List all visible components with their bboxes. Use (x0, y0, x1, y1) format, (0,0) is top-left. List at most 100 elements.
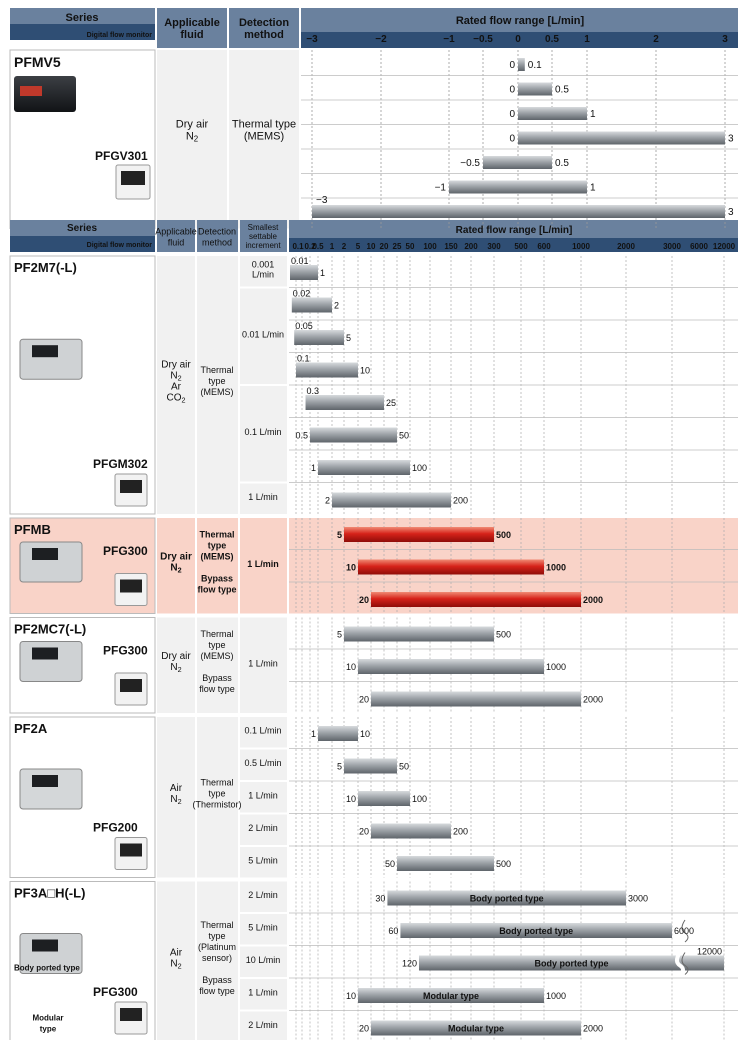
detection-text: Thermal (200, 777, 233, 787)
x-tick-label: 0.5 (545, 34, 559, 45)
detection-text: Thermal (199, 529, 234, 539)
axis-break (675, 918, 685, 944)
x-tick-label: 3 (722, 34, 728, 45)
range-bar (358, 791, 410, 806)
fluid-header-cell (157, 220, 195, 252)
bar-max-label: 3 (728, 134, 734, 145)
device-caption: Body ported type (14, 964, 80, 973)
x-tick-label: 1 (584, 34, 590, 45)
fluid-text: N2 (186, 130, 198, 143)
bar-max-label: 1 (320, 268, 325, 278)
bar-min-label: 20 (359, 1024, 369, 1034)
detection-text: flow type (197, 584, 236, 594)
bar-max-label: 100 (412, 794, 427, 804)
monitor-name: PFG300 (103, 643, 148, 657)
bar-min-label: 0.1 (297, 354, 310, 364)
increment-label: 1 L/min (247, 559, 279, 569)
detection-cell (197, 717, 238, 878)
x-tick-label: 600 (537, 242, 551, 251)
monitor-header-cell (10, 24, 155, 40)
bar-max-label: 3000 (628, 894, 648, 904)
fluid-text: N2 (170, 662, 181, 674)
increment-cell (240, 717, 287, 878)
x-tick-label: 1 (330, 242, 335, 251)
bar-min-label: 5 (337, 762, 342, 772)
series-cell (9, 255, 156, 515)
detection-text: type (208, 540, 227, 550)
detection-header: Detection (239, 17, 289, 29)
series-name: PF2A (14, 721, 48, 736)
detection-cell (197, 518, 238, 614)
bar-min-label: 1 (311, 463, 316, 473)
device-display (32, 345, 58, 358)
monitor-name: PFG200 (93, 821, 138, 835)
bar-max-label: 1000 (546, 662, 566, 672)
fluid-cell (157, 518, 195, 614)
range-bar (483, 156, 552, 169)
x-tick-label: 10 (367, 242, 376, 251)
increment-label: 5 L/min (248, 855, 278, 865)
range-bar (318, 726, 358, 741)
bar-min-label: 30 (375, 894, 385, 904)
increment-label: 2 L/min (248, 890, 278, 900)
range-bar (371, 1020, 581, 1036)
bar-max-label: 2000 (583, 595, 603, 605)
monitor-display (120, 579, 142, 593)
detection-header: method (202, 238, 232, 248)
fluid-header: fluid (168, 238, 185, 248)
detection-header: Detection (198, 227, 236, 237)
bar-min-label: 2 (325, 496, 330, 506)
device-display (32, 939, 58, 952)
fluid-text: Dry air (161, 360, 191, 371)
bar-min-label: 20 (359, 695, 369, 705)
series-name: PF2MC7(-L) (14, 622, 86, 637)
increment-label: 0.01 L/min (242, 329, 284, 339)
detection-header: method (244, 29, 284, 41)
bar-max-label: 200 (453, 827, 468, 837)
range-bar (358, 559, 544, 575)
fluid-header-cell (157, 8, 227, 48)
increment-header-cell (240, 220, 287, 252)
bar-min-label: −1 (435, 183, 447, 194)
range-bar (518, 131, 725, 145)
series-header: Series (67, 223, 97, 234)
fluid-text: Dry air (161, 651, 191, 662)
range-bar (296, 362, 358, 378)
range-bar (312, 205, 725, 218)
range-bar (358, 988, 544, 1003)
range-bar (344, 527, 494, 542)
monitor-display (120, 1008, 142, 1021)
detection-text: Bypass (202, 975, 232, 985)
detection-text: type (208, 931, 225, 941)
bar-min-label: 0 (509, 109, 515, 120)
device-display (32, 647, 58, 660)
bar-inline-label: Modular type (448, 1024, 504, 1034)
bar-min-label: −3 (316, 195, 328, 206)
bar-min-label: 10 (346, 662, 356, 672)
bar-max-label: 0.5 (555, 158, 569, 169)
bar-max-label: 0.5 (555, 85, 569, 96)
fluid-cell (157, 256, 195, 514)
detection-text: flow type (199, 986, 235, 996)
range-bar (418, 955, 724, 971)
increment-label: 0.1 L/min (244, 427, 281, 437)
detection-text: (MEMS) (201, 551, 234, 561)
range-bar (318, 460, 410, 475)
fluid-text: Dry air (160, 551, 192, 562)
detection-text: Thermal (200, 629, 233, 639)
fluid-text: N2 (170, 371, 181, 383)
bar-max-label: 3 (728, 207, 734, 218)
x-tick-label: −2 (375, 34, 387, 45)
detection-text: (MEMS) (201, 651, 234, 661)
detection-text: (MEMS) (201, 387, 234, 397)
bar-min-label: 0 (509, 60, 515, 71)
bar-max-label: 2 (334, 301, 339, 311)
detection-text: flow type (199, 684, 235, 694)
bar-min-label: 5 (337, 530, 342, 540)
flow-range-header: Rated flow range [L/min] (456, 15, 585, 27)
device-image (14, 76, 76, 112)
bar-min-label: 50 (385, 859, 395, 869)
detection-text: type (208, 788, 225, 798)
range-bar (449, 180, 587, 194)
monitor-header: Digital flow monitor (87, 32, 153, 39)
